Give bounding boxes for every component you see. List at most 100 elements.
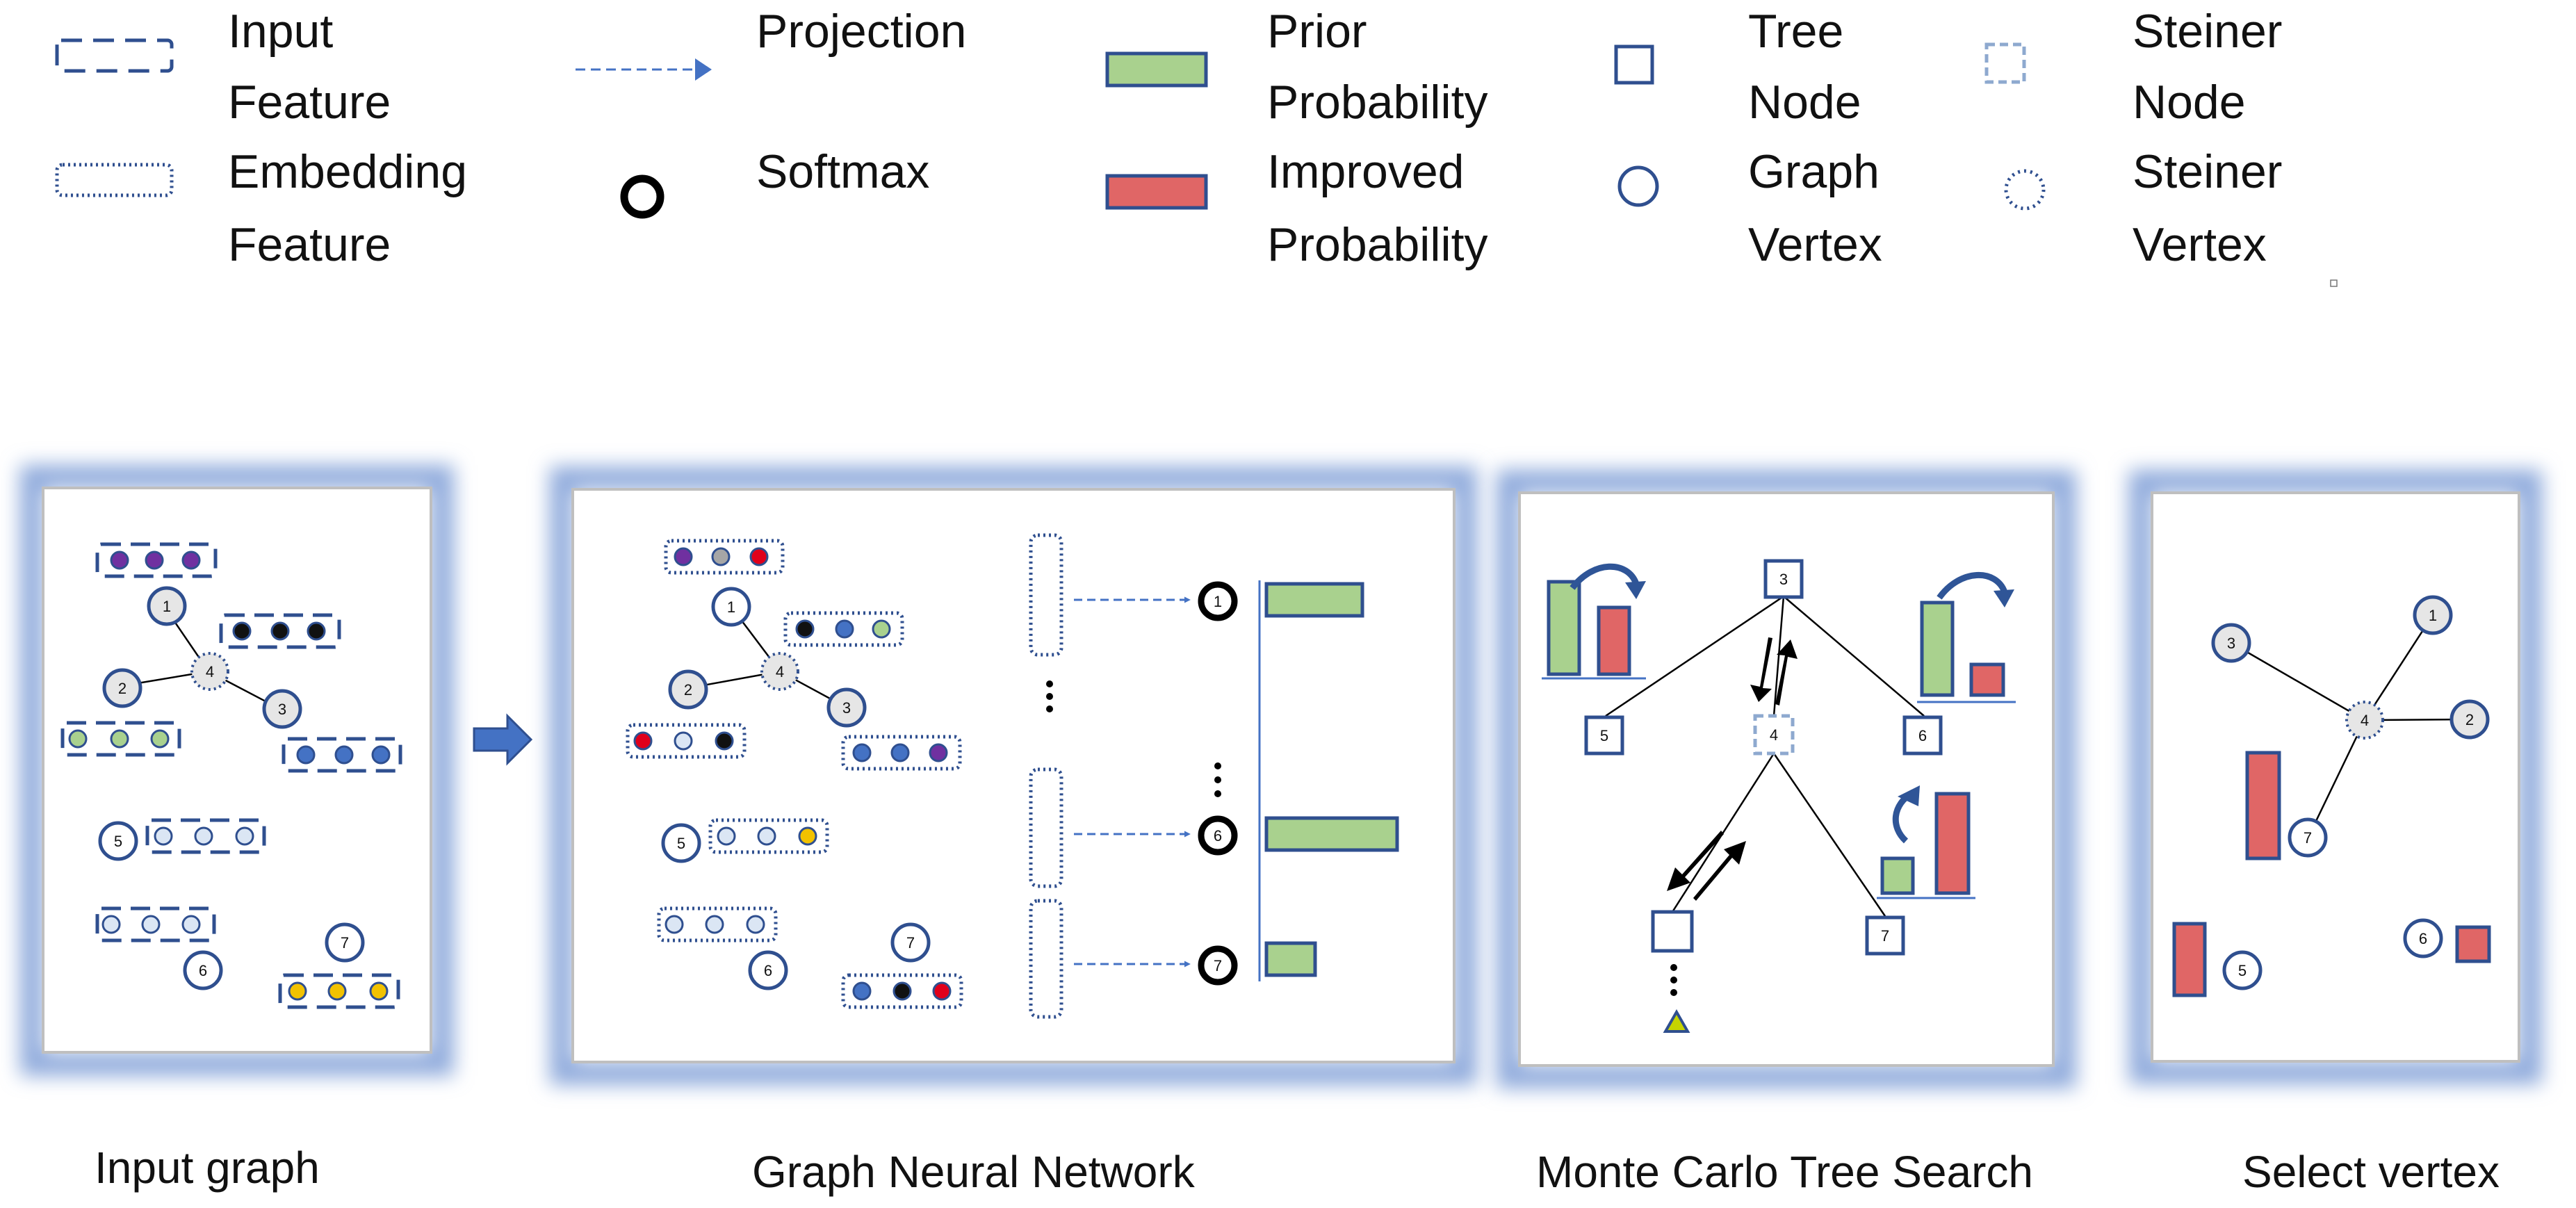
feature-dot [68,729,88,749]
legend-softmax-label: Softmax [756,145,929,198]
embedding-dot [749,547,769,566]
graph-vertex [98,821,138,861]
caption-gnn: Graph Neural Network [752,1147,1196,1197]
legend-improved-line1: Improved [1267,145,1464,198]
tree-node [1865,915,1905,956]
graph-edge [2308,719,2366,836]
tree-node [1902,715,1943,756]
graph-vertex [102,668,142,708]
softmax-label: 6 [1214,827,1222,844]
improved-probability-bar [1934,792,1971,895]
embedding-dot [932,981,952,1001]
legend-vertex-line2: Vertex [1748,218,1882,271]
prior-probability-bar-v1 [1264,582,1364,618]
legend-input-feature-line1: Input [228,5,333,58]
gnn-graph: 1 2 3 4 5 6 7 1 6 7 [626,533,1399,1019]
mcts-panel-glow [1497,470,2076,1088]
graph-vertex [2449,699,2490,740]
graph-vertex [183,950,223,990]
feature-dot [296,745,316,765]
vertex-label: 4 [2361,712,2369,729]
graph-vertex [668,669,708,710]
feature-dot [101,915,121,934]
legend-embedding-feature: Embedding Feature [55,145,467,271]
input-feature-box [278,973,400,1009]
feature-dot [150,729,170,749]
embedding-feature-box [783,611,904,647]
terminal-triangle-icon [1663,1009,1690,1033]
feature-dot [181,915,201,934]
steiner-vertex [190,652,229,691]
legend-vertex-line1: Graph [1748,145,1880,198]
embedding-dot [717,826,736,846]
legend-improved-probability: Improved Probability [1105,145,1488,271]
tree-edge [1671,753,1775,913]
embedding-feature-box [626,723,747,759]
vertex-label: 4 [776,663,784,680]
update-curve-arrow-icon [1937,572,2008,600]
legend-projection-label: Projection [756,5,966,58]
prior-probability-bar [1880,856,1915,895]
mcts-tree: 3 5 4 6 7 [1542,559,2016,1033]
embedding-dot [665,915,684,934]
input-graph: 1 2 3 4 5 6 7 [60,542,402,1009]
embedding-column [1029,899,1063,1019]
embedding-dot [929,743,948,762]
legend-input-feature: Input Feature [55,5,391,129]
legend-embedding-feature-line1: Embedding [228,145,467,198]
vertex-label: 3 [842,699,851,717]
improved-probability-bar-v6 [2455,925,2491,963]
improved-probability-bar [1969,662,2005,697]
mcts-bars-left [1542,563,1646,680]
graph-vertex [262,689,302,729]
prior-probability-bar-v7 [1264,941,1317,977]
vertex-label: 5 [2238,962,2247,979]
graph-edge [2363,614,2434,721]
embedding-dot [757,826,776,846]
legend-prior-line2: Probability [1267,76,1488,129]
input-feature-icon [55,38,174,73]
legend-graph-vertex: Graph Vertex [1617,145,1882,271]
softmax-label: 1 [1214,593,1222,610]
select-panel-glow [2129,470,2542,1084]
node-label: 4 [1770,726,1778,744]
feature-dot [235,826,254,846]
projection-arrowhead-icon [695,58,712,81]
feature-dot [327,981,347,1001]
vertex-label: 6 [764,962,772,979]
feature-dot [334,745,354,765]
tree-node-icon [1614,44,1654,85]
softmax-node [1198,815,1238,856]
input-feature-box [95,906,216,942]
embedding-feature-icon [55,163,174,197]
softmax-label: 7 [1214,957,1222,974]
embedding-dot [852,743,872,762]
caption-mcts: Monte Carlo Tree Search [1536,1147,2033,1197]
graph-vertex [890,922,931,963]
steiner-tree-node [1753,714,1795,756]
feature-dot [371,745,391,765]
embedding-dot [890,743,910,762]
tree-edge [1605,595,1784,717]
graph-vertex [661,823,701,863]
graph-vertex [325,922,365,963]
graph-vertex [748,950,788,990]
graph-vertex [2211,623,2251,663]
legend-softmax: Softmax [620,145,929,219]
vertex-label: 1 [2429,607,2437,624]
node-label: 3 [1779,571,1788,588]
gnn-panel-glow [550,466,1477,1085]
steiner-vertex-icon [2004,169,2046,211]
panel-frames [20,465,2542,1088]
input-feature-box [219,613,341,649]
legend-tree-line2: Node [1748,76,1861,129]
embedding-dot [674,731,693,751]
legend-tree-node: Tree Node [1614,5,1861,129]
embedding-dot [795,619,815,639]
feature-dot [145,550,164,570]
pipeline-arrow-icon [473,713,533,766]
ellipsis-icon [1670,964,1677,996]
embedding-dot [798,826,817,846]
select-vertex-graph: 3 1 2 4 7 5 6 [2172,595,2491,997]
vertex-label: 7 [341,934,349,952]
